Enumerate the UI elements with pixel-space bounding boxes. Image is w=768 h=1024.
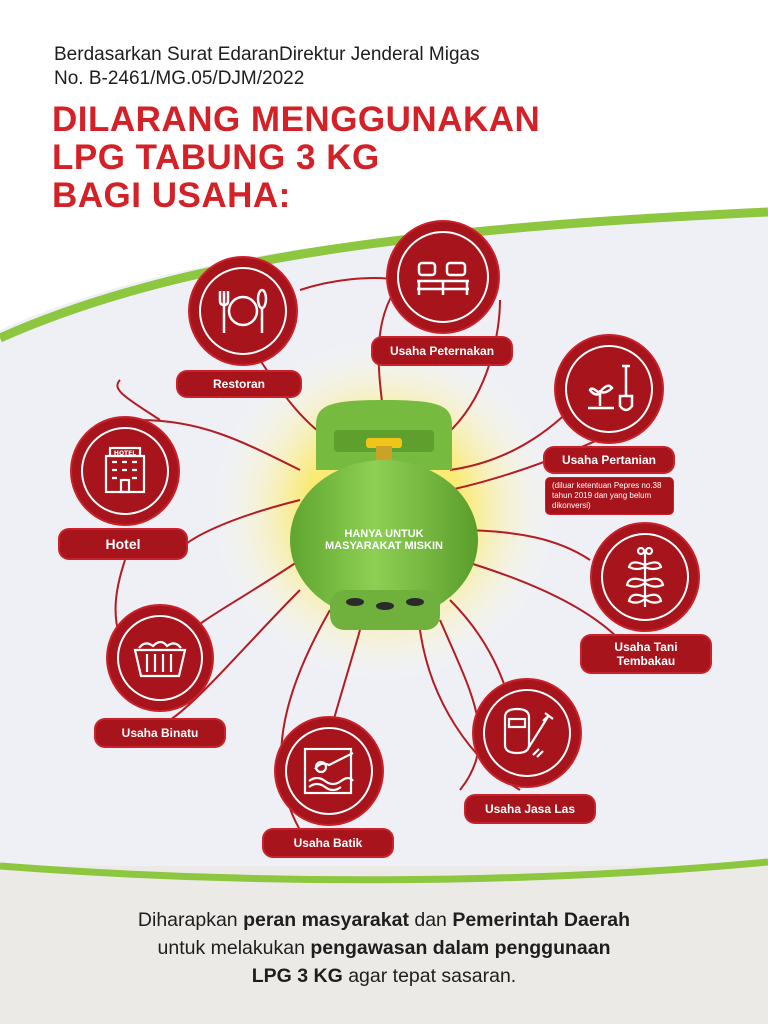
label-tembakau: Usaha Tani Tembakau [582,636,710,672]
title-line-1: DILARANG MENGGUNAKAN [52,100,541,139]
footer-line-1: Diharapkan peran masyarakat dan Pemerint… [0,906,768,934]
footer-bold-2: Pemerintah Daerah [452,909,631,931]
pertanian-badge [556,336,662,442]
footer-text-1: Diharapkan [137,909,244,931]
decree-number: No. B-2461/MG.05/DJM/2022 [54,68,305,89]
label-pertanian: Usaha Pertanian [545,448,673,472]
label-tembakau-line-1: Usaha Tani [614,640,678,654]
batik-canting-icon [303,747,354,795]
pertanian-note: (diluar ketentuan Pepres no.38 tahun 201… [546,478,673,514]
label-batik: Usaha Batik [264,830,392,856]
welding-icon [503,707,554,758]
las-badge [474,680,580,786]
cow-icon [417,261,469,295]
label-restoran: Restoran [178,372,300,396]
tank-label-line-1: HANYA UNTUK [344,528,424,540]
peternakan-badge [388,222,498,332]
title-line-2: LPG TABUNG 3 KG [52,138,380,177]
footer-text-4: agar tepat sasaran. [342,965,517,987]
tank-label-line-2: MASYARAKAT MISKIN [325,540,443,552]
laundry-basket-icon [133,640,187,678]
page-title: DILARANG MENGGUNAKAN LPG TABUNG 3 KG BAG… [52,101,540,215]
decree-line: Berdasarkan Surat EdaranDirektur Jendera… [54,44,480,65]
hotel-icon: HOTEL [104,446,146,494]
label-tembakau-line-2: Tembakau [616,654,676,668]
tembakau-badge [592,524,698,630]
footer-line-2: untuk melakukan pengawasan dalam penggun… [0,934,768,962]
label-binatu: Usaha Binatu [96,720,224,746]
footer-bold-4: LPG 3 KG [251,965,343,987]
green-curve-top [0,207,768,343]
binatu-badge [108,606,212,710]
svg-text:HOTEL: HOTEL [114,450,136,457]
footer-line-3: LPG 3 KG agar tepat sasaran. [0,962,768,990]
footer-text-3: untuk melakukan [157,937,311,959]
tobacco-leaf-icon [625,546,665,607]
label-las: Usaha Jasa Las [466,796,594,822]
batik-badge [276,718,382,824]
footer-message: Diharapkan peran masyarakat dan Pemerint… [0,906,768,990]
footer-band [0,866,768,1024]
restoran-badge [190,258,296,364]
hotel-badge: HOTEL [72,418,178,524]
tank-label: HANYA UNTUK MASYARAKAT MISKIN [304,528,464,552]
footer-text-2: dan [408,909,453,931]
title-line-3: BAGI USAHA: [52,176,291,215]
footer-bold-1: peran masyarakat [243,909,409,931]
label-peternakan: Usaha Peternakan [373,338,511,364]
footer-bold-3: pengawasan dalam penggunaan [310,937,611,959]
lpg-tank [290,400,478,630]
plant-shovel-icon [588,364,634,412]
green-curve-bottom [0,858,768,884]
fork-spoon-icon [218,288,268,333]
label-hotel: Hotel [60,530,186,558]
